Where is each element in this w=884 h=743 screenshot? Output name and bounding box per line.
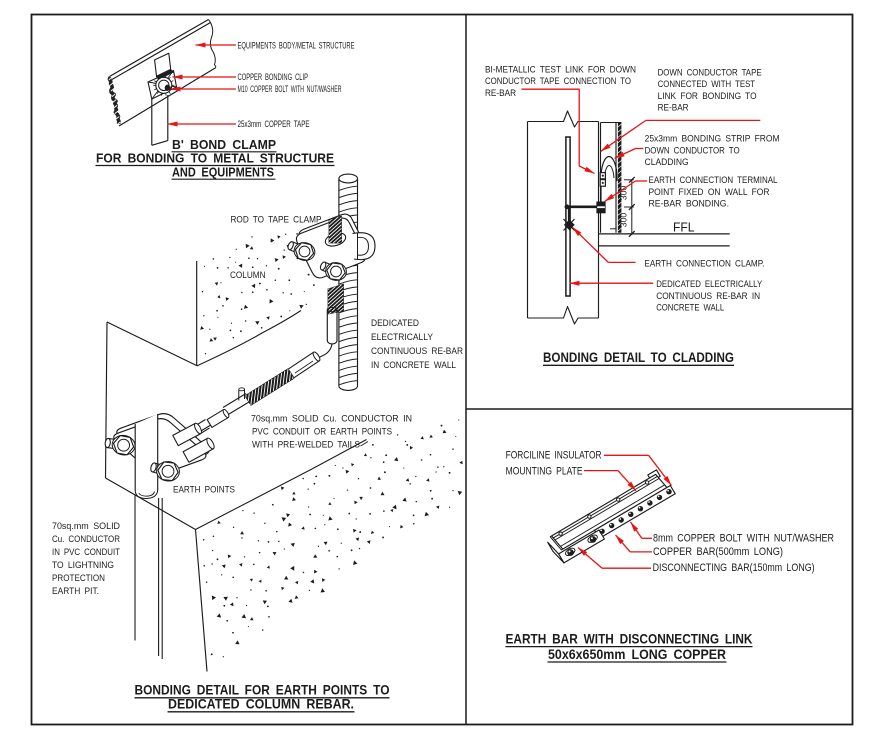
svg-text:TO LIGHTNING: TO LIGHTNING [52,560,114,571]
svg-text:COLUMN: COLUMN [230,270,266,281]
svg-text:POINT FIXED ON WALL FOR: POINT FIXED ON WALL FOR [649,187,770,198]
svg-text:RE-BAR: RE-BAR [485,88,516,99]
svg-text:Cu. CONDUCTOR: Cu. CONDUCTOR [52,534,120,545]
svg-text:MOUNTING PLATE: MOUNTING PLATE [506,466,583,478]
svg-text:FOR BONDING TO METAL STRUCTURE: FOR BONDING TO METAL STRUCTURE [96,151,334,166]
svg-text:BONDING DETAIL TO CLADDING: BONDING DETAIL TO CLADDING [543,349,734,365]
svg-text:FFL: FFL [673,220,695,234]
svg-text:FORCILINE INSULATOR: FORCILINE INSULATOR [506,450,602,462]
svg-text:PVC CONDUIT OR EARTH POINTS: PVC CONDUIT OR EARTH POINTS [252,427,392,438]
svg-text:EARTH BAR WITH DISCONNECTING L: EARTH BAR WITH DISCONNECTING LINK [506,630,753,646]
svg-text:EARTH PIT.: EARTH PIT. [52,586,99,597]
svg-text:EARTH CONNECTION CLAMP.: EARTH CONNECTION CLAMP. [644,259,764,270]
svg-text:CONTINUOUS RE-BAR: CONTINUOUS RE-BAR [371,346,463,357]
svg-text:COPPER BONDING CLIP: COPPER BONDING CLIP [238,72,309,83]
svg-text:70sq.mm SOLID: 70sq.mm SOLID [52,521,120,532]
svg-text:PROTECTION: PROTECTION [52,573,105,584]
svg-text:DEDICATED ELECTRICALLY: DEDICATED ELECTRICALLY [656,279,763,290]
svg-text:M10 COPPER BOLT WITH NUT/WASHE: M10 COPPER BOLT WITH NUT/WASHER [238,84,342,95]
svg-text:300: 300 [619,213,629,228]
svg-text:LINK FOR BONDING TO: LINK FOR BONDING TO [658,91,757,102]
svg-text:CONCRETE WALL: CONCRETE WALL [656,303,724,314]
svg-text:25x3mm COPPER TAPE: 25x3mm COPPER TAPE [238,119,310,130]
svg-text:50x6x650mm LONG COPPER: 50x6x650mm LONG COPPER [548,646,726,662]
svg-text:IN PVC CONDUIT: IN PVC CONDUIT [52,547,120,558]
svg-text:EQUIPMENTS BODY/METAL STRUCTUR: EQUIPMENTS BODY/METAL STRUCTURE [238,40,355,51]
svg-text:DOWN CONDUCTOR TO: DOWN CONDUCTOR TO [645,145,740,156]
svg-text:B' BOND CLAMP: B' BOND CLAMP [172,137,276,152]
svg-text:DOWN CONDUCTOR TAPE: DOWN CONDUCTOR TAPE [658,68,762,79]
svg-text:8mm COPPER BOLT WITH NUT/WASHE: 8mm COPPER BOLT WITH NUT/WASHER [653,533,834,545]
svg-text:70sq.mm SOLID Cu. CONDUCTOR IN: 70sq.mm SOLID Cu. CONDUCTOR IN [251,414,412,425]
svg-text:EARTH POINTS: EARTH POINTS [173,485,235,496]
svg-text:BONDING DETAIL FOR EARTH POINT: BONDING DETAIL FOR EARTH POINTS TO [135,682,390,698]
svg-text:RE-BAR: RE-BAR [658,103,689,114]
svg-text:RE-BAR BONDING.: RE-BAR BONDING. [649,199,730,210]
svg-text:CLADDING: CLADDING [645,157,689,168]
svg-text:AND EQUIPMENTS: AND EQUIPMENTS [172,164,274,179]
svg-text:ROD TO TAPE CLAMP: ROD TO TAPE CLAMP [231,215,322,226]
svg-text:ELECTRICALLY: ELECTRICALLY [371,332,434,343]
svg-text:COPPER BAR(500mm LONG): COPPER BAR(500mm LONG) [653,546,783,558]
svg-text:300: 300 [619,186,629,201]
svg-text:CONNECTED WITH TEST: CONNECTED WITH TEST [658,79,756,90]
svg-text:DEDICATED COLUMN REBAR.: DEDICATED COLUMN REBAR. [168,696,354,712]
svg-text:CONDUCTOR TAPE CONNECTION TO: CONDUCTOR TAPE CONNECTION TO [485,76,631,87]
svg-text:EARTH CONNECTION TERMINAL: EARTH CONNECTION TERMINAL [649,175,778,186]
svg-text:DISCONNECTING BAR(150mm LONG): DISCONNECTING BAR(150mm LONG) [653,562,815,574]
svg-text:CONTINUOUS RE-BAR IN: CONTINUOUS RE-BAR IN [656,291,760,302]
svg-text:BI-METALLIC TEST LINK FOR DOWN: BI-METALLIC TEST LINK FOR DOWN [485,64,636,75]
svg-text:IN CONCRETE WALL: IN CONCRETE WALL [371,360,456,371]
svg-text:WITH PRE-WELDED TAILS: WITH PRE-WELDED TAILS [252,440,360,451]
svg-text:DEDICATED: DEDICATED [371,318,419,329]
svg-text:25x3mm BONDING STRIP FROM: 25x3mm BONDING STRIP FROM [645,134,780,145]
